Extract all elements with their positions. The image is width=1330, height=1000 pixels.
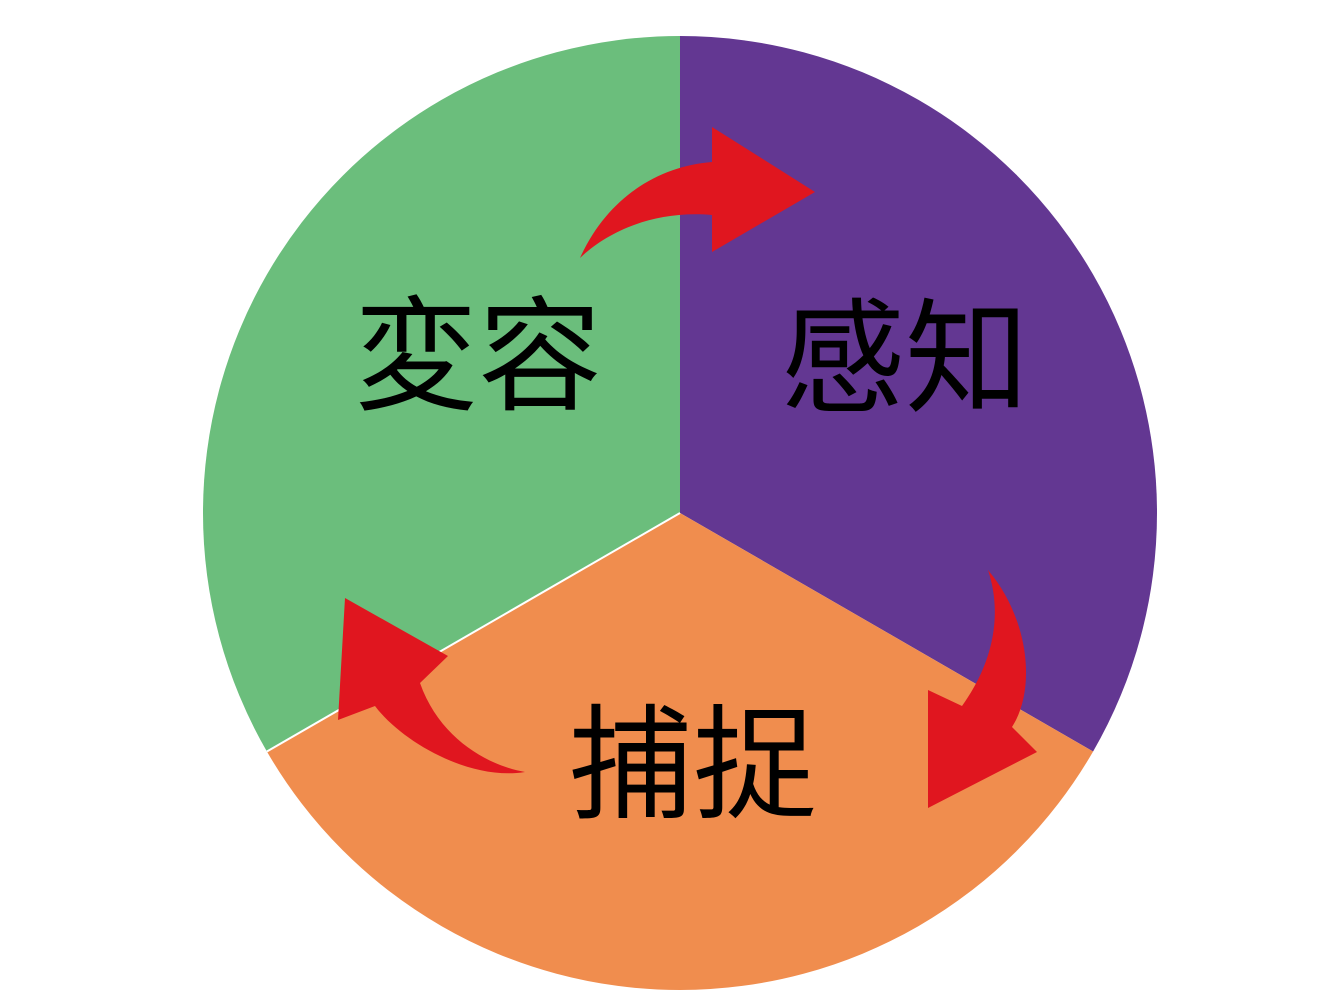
arrow-top-icon: [580, 127, 815, 258]
sector-divider: [266, 512, 681, 753]
sector-green: [202, 36, 680, 752]
label-hosoku: 捕捉: [569, 694, 817, 838]
arrow-left-icon: [338, 598, 525, 774]
arrow-right-icon: [928, 570, 1037, 808]
label-henyo: 変容: [354, 286, 602, 430]
label-kanchi: 感知: [781, 288, 1029, 432]
sector-purple: [680, 36, 1158, 752]
